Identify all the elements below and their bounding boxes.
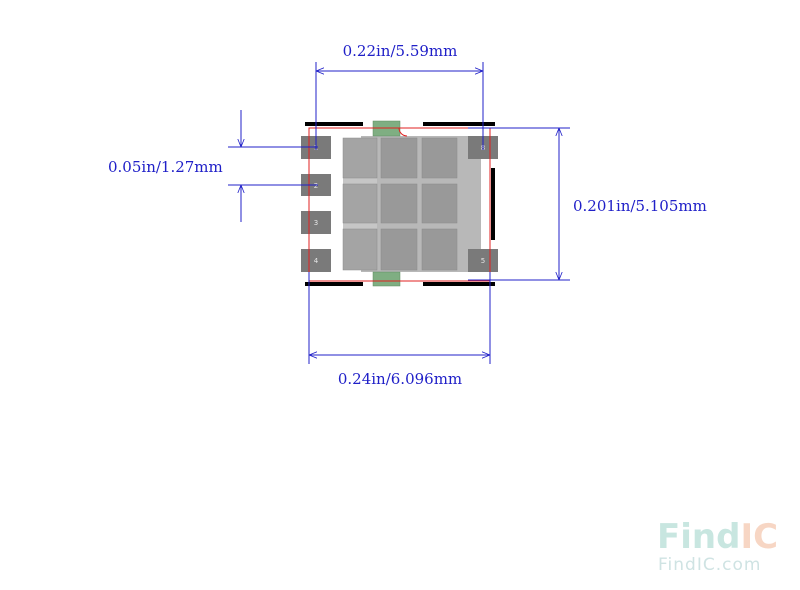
- dimension-top: [315, 62, 484, 150]
- silkscreen: [305, 122, 495, 286]
- dimension-bottom-label: 0.24in/6.096mm: [338, 370, 462, 388]
- dimension-bottom: [308, 272, 491, 364]
- pad-label-5: 5: [481, 257, 485, 265]
- logo-url: FindIC.com: [658, 555, 761, 575]
- pad-label-2: 2: [314, 182, 318, 190]
- logo-text-ic: IC: [740, 517, 778, 557]
- findic-logo: FindIC FindIC.com: [657, 517, 778, 575]
- package-body: [361, 136, 481, 272]
- dimension-height: [468, 127, 570, 281]
- internal-leads: [342, 137, 458, 271]
- left-pads: [301, 136, 331, 272]
- dimension-height-label: 0.201in/5.105mm: [573, 197, 707, 215]
- pad-label-4: 4: [314, 257, 319, 265]
- svg-text:FindIC: FindIC: [657, 517, 778, 557]
- thermal-tab-bottom: [372, 271, 401, 287]
- logo-text-find: Find: [657, 517, 740, 557]
- dimension-top-label: 0.22in/5.59mm: [343, 42, 458, 60]
- dimension-pitch-label: 0.05in/1.27mm: [108, 158, 223, 176]
- pin1-marker: [398, 127, 408, 137]
- pad-label-3: 3: [314, 219, 318, 227]
- dimension-pitch: [228, 110, 318, 222]
